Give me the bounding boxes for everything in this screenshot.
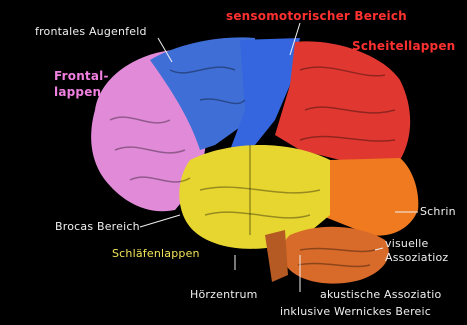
- parietal-lobe-region: [275, 41, 410, 160]
- label-visual-association: visuelle Assoziatioz: [385, 237, 448, 265]
- brainstem-region: [265, 230, 288, 282]
- label-sensorimotor: sensomotorischer Bereich: [226, 10, 407, 22]
- label-parietal-lobe: Scheitellappen: [352, 40, 455, 52]
- label-visual-partial: Schrin: [420, 206, 456, 218]
- label-frontal-eye-field: frontales Augenfeld: [35, 26, 147, 38]
- label-auditory-association: akustische Assoziatio: [320, 289, 441, 301]
- cerebellum-region: [282, 227, 389, 284]
- label-broca: Brocas Bereich: [55, 221, 140, 233]
- label-wernicke: inklusive Wernickes Bereic: [280, 306, 431, 318]
- label-frontal-lobe-text: Frontal- lappen: [54, 69, 109, 99]
- label-auditory-center: Hörzentrum: [190, 289, 258, 301]
- label-visual-association-text: visuelle Assoziatioz: [385, 237, 448, 264]
- label-frontal-lobe: Frontal- lappen: [54, 68, 109, 100]
- label-temporal-lobe: Schläfenlappen: [112, 248, 200, 260]
- occipital-lobe-region: [320, 158, 418, 236]
